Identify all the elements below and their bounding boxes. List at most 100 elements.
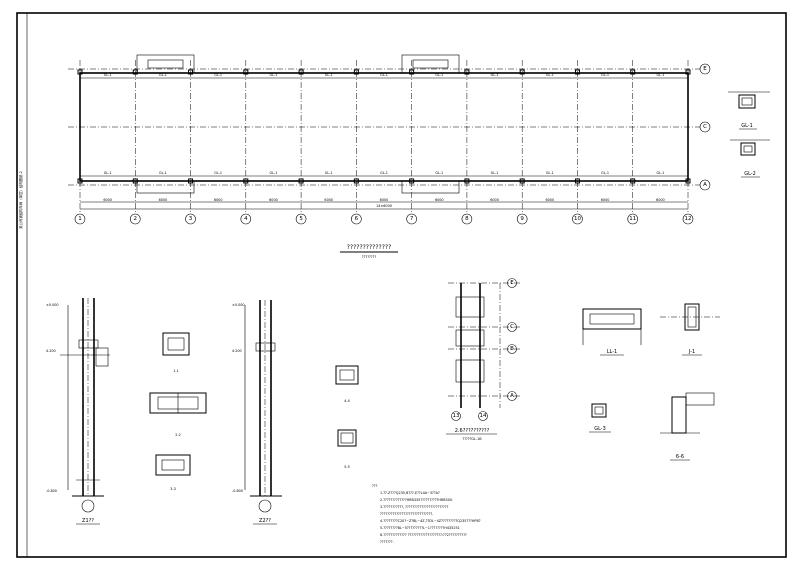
col-z2-bubble [258, 499, 272, 513]
section-2-2-label: 2-2 [175, 433, 181, 437]
plan-panel [412, 59, 449, 69]
wall-axis-label: 14 [480, 413, 487, 419]
plan-column-mark [574, 69, 580, 75]
plan-overall-dim: 14×6000 [376, 204, 392, 208]
column-z2-elevation: ±0.000 4.200 -0.800 Z2?? [232, 300, 282, 525]
plan-column-mark [243, 178, 249, 184]
row-axis-label: E [703, 66, 707, 72]
plan-column-mark [353, 178, 359, 184]
column-axis-bubble [516, 213, 528, 225]
row-bubble-a [699, 179, 711, 191]
bay-dimension: 6000 [435, 198, 444, 202]
column-axis-label: 4 [244, 216, 248, 222]
column-axis-bubble [240, 213, 252, 225]
column-axis-label: 1 [78, 216, 82, 222]
plan-column-mark [519, 69, 525, 75]
beam-tag: GL-1 [491, 73, 499, 77]
plan-column-mark [464, 69, 470, 75]
note-line: 1.??-Z???Q235,B???-E??L4A~3??A? [380, 491, 440, 495]
plan-panel [147, 59, 184, 69]
beam-tag: GL-1 [435, 73, 443, 77]
column-axis-label: 2 [134, 216, 138, 222]
column-axis-label: 8 [465, 216, 469, 222]
plan-panel [136, 180, 195, 194]
plan-subtitle: ???????? [362, 255, 377, 259]
column-axis-label: 5 [299, 216, 303, 222]
note-line: ?????????????????????????????. [380, 512, 433, 516]
column-axis-label: 3 [189, 216, 193, 222]
elev-top: ±0.000 [46, 303, 59, 307]
col-z1-label: Z1?? [82, 518, 94, 524]
plan-column-mark [298, 178, 304, 184]
plan-column-mark [188, 69, 194, 75]
plan-column-mark [77, 178, 83, 184]
beam-tag: GL-1 [325, 73, 333, 77]
plan-column-mark [574, 178, 580, 184]
elev-top-z2: ±0.000 [232, 303, 245, 307]
beam-tag: GL-1 [380, 171, 388, 175]
section-1-1-label: 1-1 [173, 369, 179, 373]
beam-tag: GL-1 [270, 171, 278, 175]
beam-tag: GL-1 [546, 171, 554, 175]
column-axis-label: 6 [355, 216, 359, 222]
section-6-6-label: 6-6 [676, 454, 684, 460]
note-line: 4.????????C20?~Z?BL~4Z,??DL~4Z?????????Q… [380, 519, 481, 523]
section-4-4-label: 4-4 [344, 399, 350, 403]
plan-column-mark [630, 69, 636, 75]
beam-tag: GL-1 [325, 171, 333, 175]
plan-column-mark [519, 178, 525, 184]
plan-column-mark [685, 69, 691, 75]
beam-tag: GL-1 [159, 171, 167, 175]
beam-tag: GL-1 [104, 171, 112, 175]
note-line: 3.???????????, ???????????????????????? [380, 505, 449, 509]
elev-mid: 4.200 [46, 349, 56, 353]
wall-axis-label: 13 [453, 413, 460, 419]
column-axis-label: 10 [574, 216, 581, 222]
column-axis-label: 12 [685, 216, 692, 222]
beam-tag: GL-1 [546, 73, 554, 77]
note-line: ??? [372, 484, 378, 488]
elev-base: -0.800 [46, 489, 57, 493]
detail-gl1: GL-1 [728, 91, 770, 130]
bay-dimension: 6000 [103, 198, 112, 202]
section-5-5: 5-5 [337, 429, 357, 469]
section-3-3-label: 3-3 [170, 487, 176, 491]
plan-column-mark [353, 69, 359, 75]
bay-dimension: 6000 [159, 198, 168, 202]
plan-column-mark [464, 178, 470, 184]
beam-tag: GL-1 [491, 171, 499, 175]
section-5-5-label: 5-5 [344, 465, 350, 469]
detail-gl3: GL-3 [589, 403, 611, 433]
column-axis-bubble [295, 213, 307, 225]
detail-gl3-label: GL-3 [594, 426, 606, 432]
elev-mid-z2: 4.200 [232, 349, 242, 353]
column-axis-bubble [406, 213, 417, 225]
section-2-2: 2-2 [149, 392, 207, 437]
note-line: 2.?????????????HRB335??????????HRB300. [380, 498, 453, 502]
plan-column-mark [685, 178, 691, 184]
bay-dimension: 6000 [656, 198, 665, 202]
wall-subtitle: ?????GL-1B [462, 437, 482, 441]
plan-column-mark [243, 69, 249, 75]
plan-title: ?????????????? [347, 244, 392, 251]
plan-column-mark [77, 69, 83, 75]
beam-tag: GL-1 [270, 73, 278, 77]
column-axis-label: 9 [520, 216, 524, 222]
beam-tag: GL-1 [380, 73, 388, 77]
detail-gl2: GL-2 [730, 139, 770, 178]
plan-panel [401, 180, 460, 194]
column-axis-bubble [461, 213, 473, 225]
detail-j1: J-1 [660, 303, 720, 356]
row-axis-label: C [703, 124, 707, 130]
column-axis-bubble [627, 213, 639, 225]
general-notes: ??? 1.??-Z???Q235,B???-E??L4A~3??A? 2.??… [372, 484, 481, 544]
wall-framing-elevation: E C B A 13 14 2.6?????????? ?????GL-1B [446, 278, 520, 441]
plan-panel [401, 54, 460, 74]
column-z1-elevation: ±0.000 4.200 -0.800 Z1?? [46, 298, 110, 525]
wall-axis-label: E [510, 280, 514, 286]
detail-gl2-label: GL-2 [744, 171, 756, 177]
detail-gl1-label: GL-1 [741, 123, 753, 129]
column-axis-bubble [682, 213, 694, 225]
section-6-6: 6-6 [660, 392, 715, 461]
